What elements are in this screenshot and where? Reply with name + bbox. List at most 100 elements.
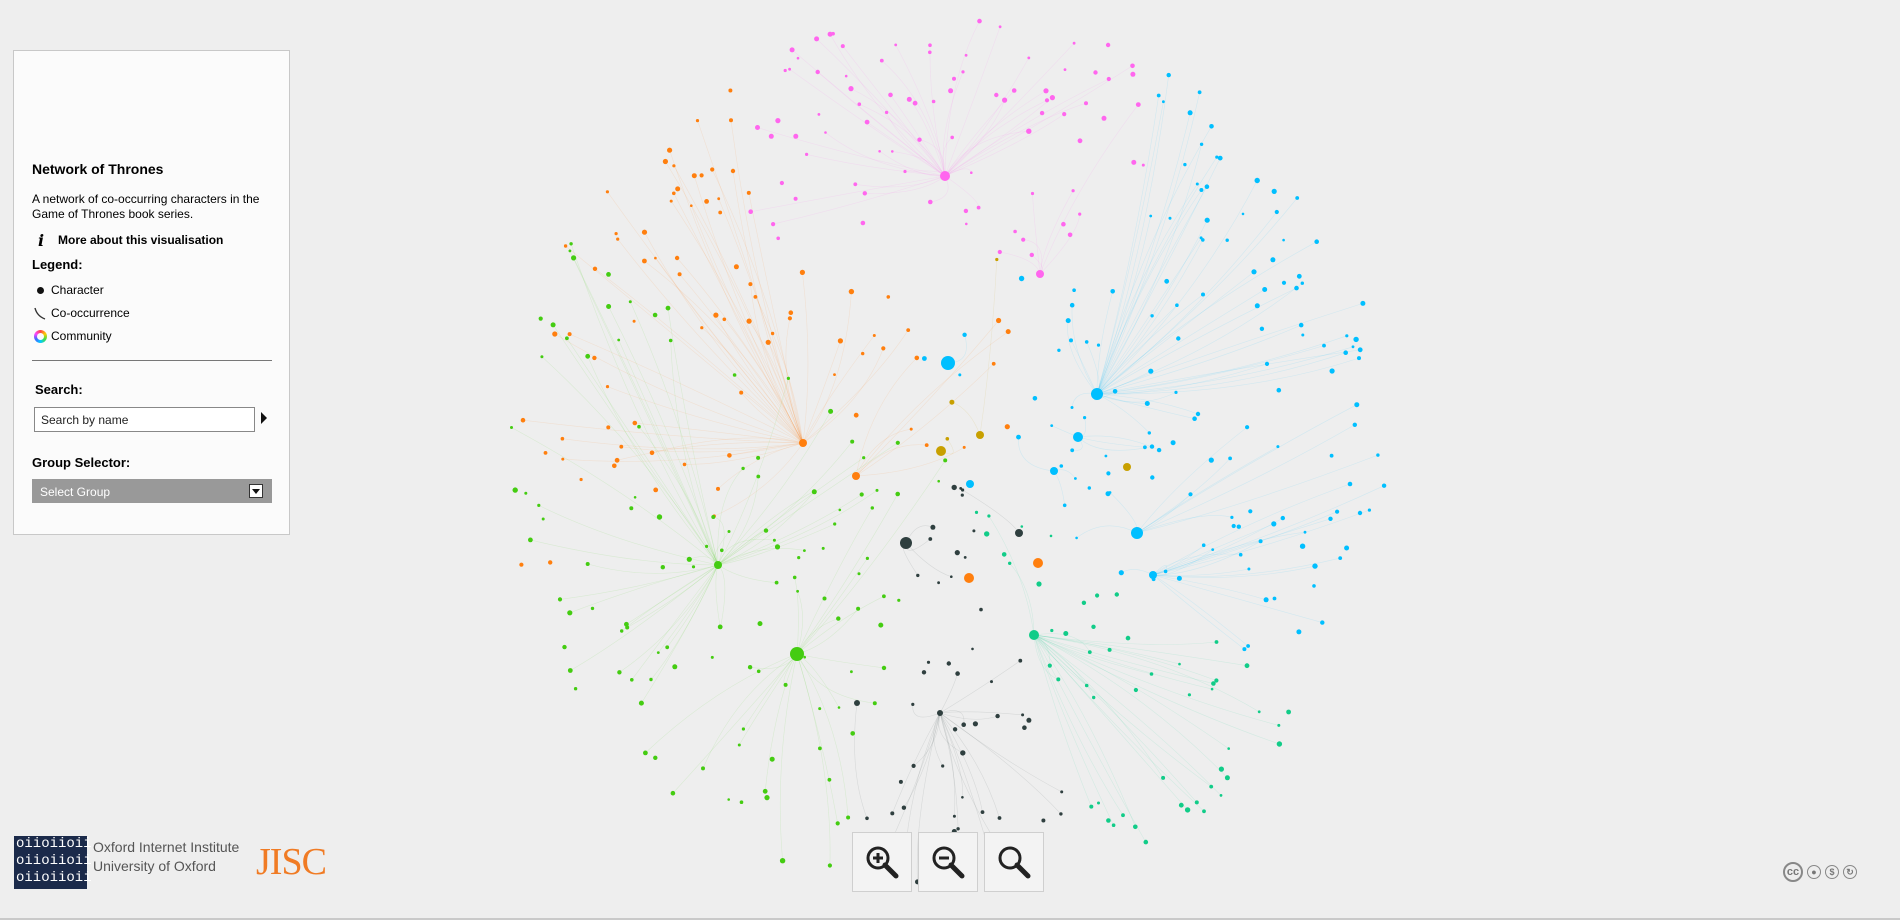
character-node[interactable] — [958, 373, 962, 377]
character-node[interactable] — [616, 237, 620, 241]
character-node[interactable] — [1231, 523, 1236, 529]
character-node[interactable] — [1202, 809, 1206, 814]
character-node[interactable] — [727, 453, 732, 458]
character-node[interactable] — [1123, 463, 1131, 471]
character-node[interactable] — [1039, 110, 1045, 116]
character-node[interactable] — [1183, 162, 1187, 167]
character-node[interactable] — [848, 86, 854, 92]
character-node[interactable] — [1096, 343, 1101, 347]
character-node[interactable] — [1029, 252, 1035, 258]
group-select[interactable]: Select Group — [32, 479, 272, 503]
character-node[interactable] — [741, 727, 746, 731]
character-node[interactable] — [1004, 424, 1010, 430]
character-node[interactable] — [900, 537, 912, 549]
character-node[interactable] — [822, 596, 827, 601]
character-node[interactable] — [1074, 477, 1077, 480]
character-node[interactable] — [901, 805, 907, 810]
character-node[interactable] — [906, 96, 912, 102]
character-node[interactable] — [1013, 229, 1017, 234]
character-node[interactable] — [987, 514, 991, 518]
character-node[interactable] — [585, 562, 590, 566]
character-node[interactable] — [1016, 434, 1021, 440]
character-node[interactable] — [567, 332, 572, 337]
character-node[interactable] — [853, 182, 858, 187]
character-node[interactable] — [833, 373, 836, 376]
character-node[interactable] — [1176, 336, 1181, 341]
character-node[interactable] — [756, 669, 761, 674]
character-node[interactable] — [793, 196, 798, 201]
character-node[interactable] — [1282, 238, 1285, 242]
character-node[interactable] — [774, 544, 781, 550]
character-node[interactable] — [1187, 693, 1191, 697]
character-node[interactable] — [796, 56, 800, 60]
character-node[interactable] — [1105, 491, 1111, 497]
character-node[interactable] — [700, 326, 704, 330]
chevron-down-icon[interactable] — [249, 484, 263, 498]
character-node[interactable] — [861, 351, 865, 356]
character-node[interactable] — [1148, 368, 1154, 374]
character-node[interactable] — [971, 647, 974, 651]
character-node[interactable] — [628, 300, 632, 304]
character-node[interactable] — [961, 722, 966, 727]
character-node[interactable] — [891, 150, 894, 153]
character-node[interactable] — [1245, 425, 1250, 430]
character-node[interactable] — [914, 355, 920, 361]
character-node[interactable] — [928, 537, 933, 541]
character-node[interactable] — [799, 439, 807, 447]
character-node[interactable] — [965, 222, 968, 226]
character-node[interactable] — [1276, 387, 1282, 393]
character-node[interactable] — [857, 572, 861, 576]
character-node[interactable] — [656, 651, 660, 654]
character-node[interactable] — [1018, 658, 1023, 663]
character-node[interactable] — [838, 508, 842, 512]
character-node[interactable] — [1209, 784, 1214, 789]
character-node[interactable] — [632, 319, 636, 323]
character-node[interactable] — [1156, 93, 1161, 98]
character-node[interactable] — [943, 458, 948, 463]
character-node[interactable] — [1303, 530, 1307, 534]
character-node[interactable] — [854, 700, 860, 706]
character-node[interactable] — [812, 489, 816, 493]
character-node[interactable] — [1105, 42, 1111, 48]
character-node[interactable] — [1246, 644, 1250, 648]
character-node[interactable] — [1276, 445, 1280, 449]
character-node[interactable] — [672, 191, 676, 196]
character-node[interactable] — [994, 92, 999, 98]
character-node[interactable] — [850, 731, 855, 736]
character-node[interactable] — [1204, 217, 1210, 223]
character-node[interactable] — [824, 131, 827, 134]
character-node[interactable] — [878, 622, 884, 628]
character-node[interactable] — [717, 624, 723, 630]
character-node[interactable] — [872, 334, 876, 337]
character-node[interactable] — [524, 491, 528, 495]
character-node[interactable] — [1347, 481, 1353, 487]
character-node[interactable] — [641, 229, 648, 235]
character-node[interactable] — [704, 199, 709, 204]
character-node[interactable] — [1130, 71, 1136, 77]
character-node[interactable] — [1296, 629, 1302, 635]
character-node[interactable] — [1089, 804, 1094, 809]
character-node[interactable] — [1106, 76, 1111, 82]
character-node[interactable] — [746, 318, 752, 324]
character-node[interactable] — [1271, 188, 1277, 194]
character-node[interactable] — [638, 700, 644, 706]
character-node[interactable] — [879, 58, 884, 63]
character-node[interactable] — [606, 272, 611, 277]
character-node[interactable] — [1021, 713, 1025, 717]
character-node[interactable] — [1056, 677, 1061, 682]
character-node[interactable] — [864, 119, 870, 125]
character-node[interactable] — [1106, 471, 1111, 476]
character-node[interactable] — [970, 171, 973, 174]
character-node[interactable] — [946, 661, 951, 666]
character-node[interactable] — [1345, 334, 1349, 338]
character-node[interactable] — [717, 197, 721, 201]
character-node[interactable] — [991, 361, 996, 366]
character-node[interactable] — [1149, 672, 1154, 676]
character-node[interactable] — [1143, 839, 1149, 845]
character-node[interactable] — [917, 137, 922, 142]
character-node[interactable] — [1192, 416, 1197, 422]
character-node[interactable] — [1194, 800, 1199, 805]
character-node[interactable] — [548, 560, 553, 565]
character-node[interactable] — [790, 647, 804, 661]
character-node[interactable] — [972, 721, 979, 727]
